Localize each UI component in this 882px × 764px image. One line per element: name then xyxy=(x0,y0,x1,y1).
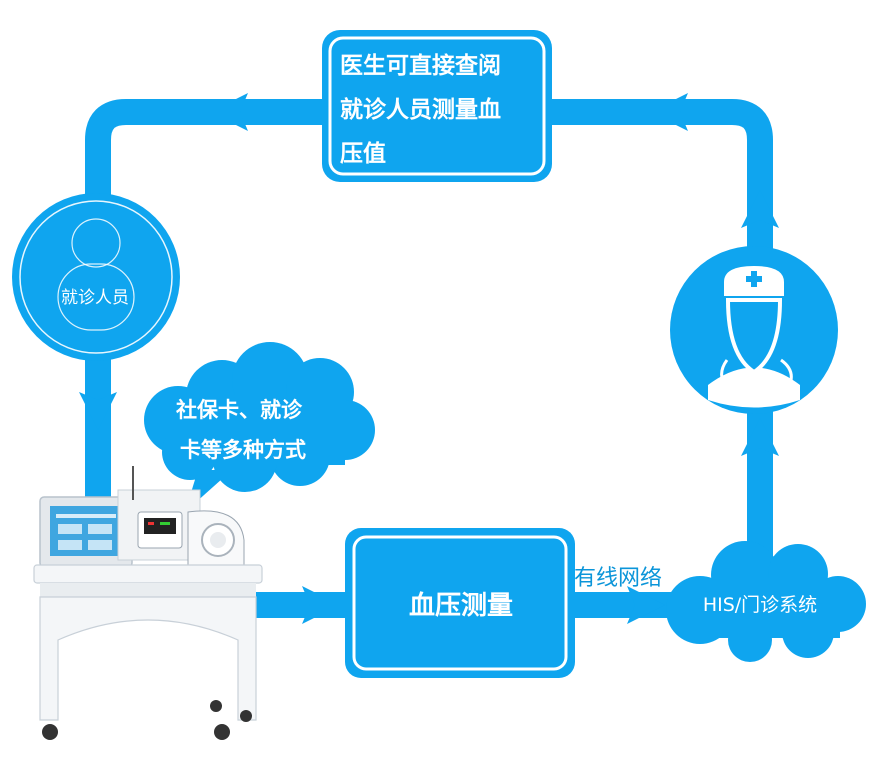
flow-arrows xyxy=(79,93,779,624)
id-methods-line-1: 社保卡、就诊 xyxy=(176,398,302,422)
doctor-icon xyxy=(708,266,800,408)
arrow-right-to-measure xyxy=(302,586,340,624)
doctor-query-line-1: 医生可直接查阅 xyxy=(340,53,501,79)
doctor-query-box xyxy=(322,30,552,182)
his-system-label: HIS/门诊系统 xyxy=(702,594,818,616)
doctor-query-line-3: 压值 xyxy=(340,141,386,167)
arrow-up-right-upper xyxy=(741,190,779,228)
arrow-up-right-lower xyxy=(741,418,779,456)
bp-measure-label: 血压测量 xyxy=(408,591,513,621)
bp-measure-box xyxy=(345,528,575,678)
doctor-node xyxy=(670,246,838,414)
arrow-right-to-his xyxy=(627,586,665,624)
patient-icon xyxy=(57,218,135,331)
blood-pressure-kiosk-image xyxy=(33,466,263,740)
patient-label: 就诊人员 xyxy=(61,288,129,308)
arrow-down-left xyxy=(79,392,117,430)
his-cloud xyxy=(666,541,866,662)
network-label: 有线网络 xyxy=(574,566,663,591)
id-methods-cloud xyxy=(144,342,375,512)
patient-node xyxy=(12,193,180,361)
doctor-query-label: 医生可直接查阅 就诊人员测量血 压值 xyxy=(340,44,540,176)
doctor-query-line-2: 就诊人员测量血 xyxy=(340,97,501,123)
arrow-left-top-right xyxy=(650,93,688,131)
arrow-left-top xyxy=(210,93,248,131)
id-methods-line-2: 卡等多种方式 xyxy=(180,438,306,462)
